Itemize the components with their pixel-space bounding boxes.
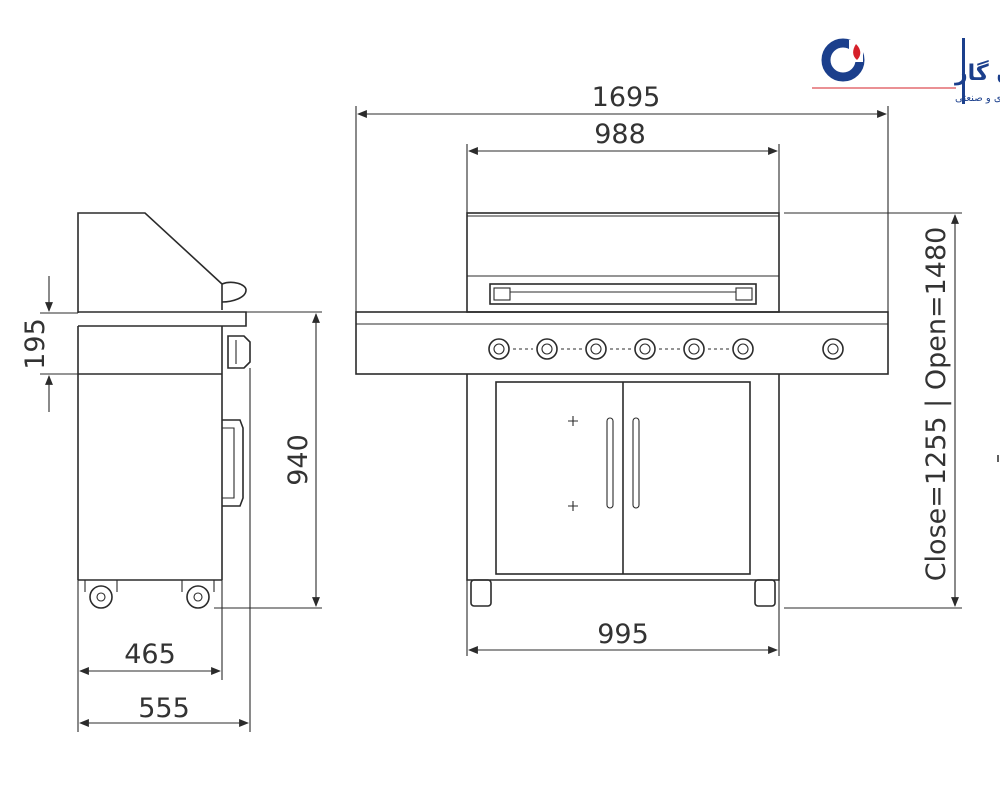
dim-995: 995 xyxy=(597,619,649,650)
dim-940: 940 xyxy=(283,434,314,486)
front-view xyxy=(355,212,889,607)
dim-988: 988 xyxy=(594,119,646,150)
logo-subtitle: شرکت تولیدی و صنعتی xyxy=(955,93,1000,104)
dim-195: 195 xyxy=(20,318,51,370)
burner-knobs xyxy=(488,338,844,360)
dim-close-open: Close=1255 | Open=1480 xyxy=(921,227,952,582)
logo-divider-bar xyxy=(962,38,965,104)
logo-flame-icon xyxy=(853,44,861,60)
dim-465: 465 xyxy=(124,639,176,670)
dim-1695: 1695 xyxy=(592,82,661,113)
front-view-dimensions: 1695 988 995 Close=1255 | Open=1480 xyxy=(355,82,962,656)
dim-555: 555 xyxy=(138,693,190,724)
brand-logo: جهان گاز شرکت تولیدی و صنعتی xyxy=(812,38,1000,104)
side-view-dimensions: 195 940 465 555 xyxy=(20,276,322,732)
logo-title: جهان گاز xyxy=(954,59,1000,86)
side-view xyxy=(77,212,251,609)
